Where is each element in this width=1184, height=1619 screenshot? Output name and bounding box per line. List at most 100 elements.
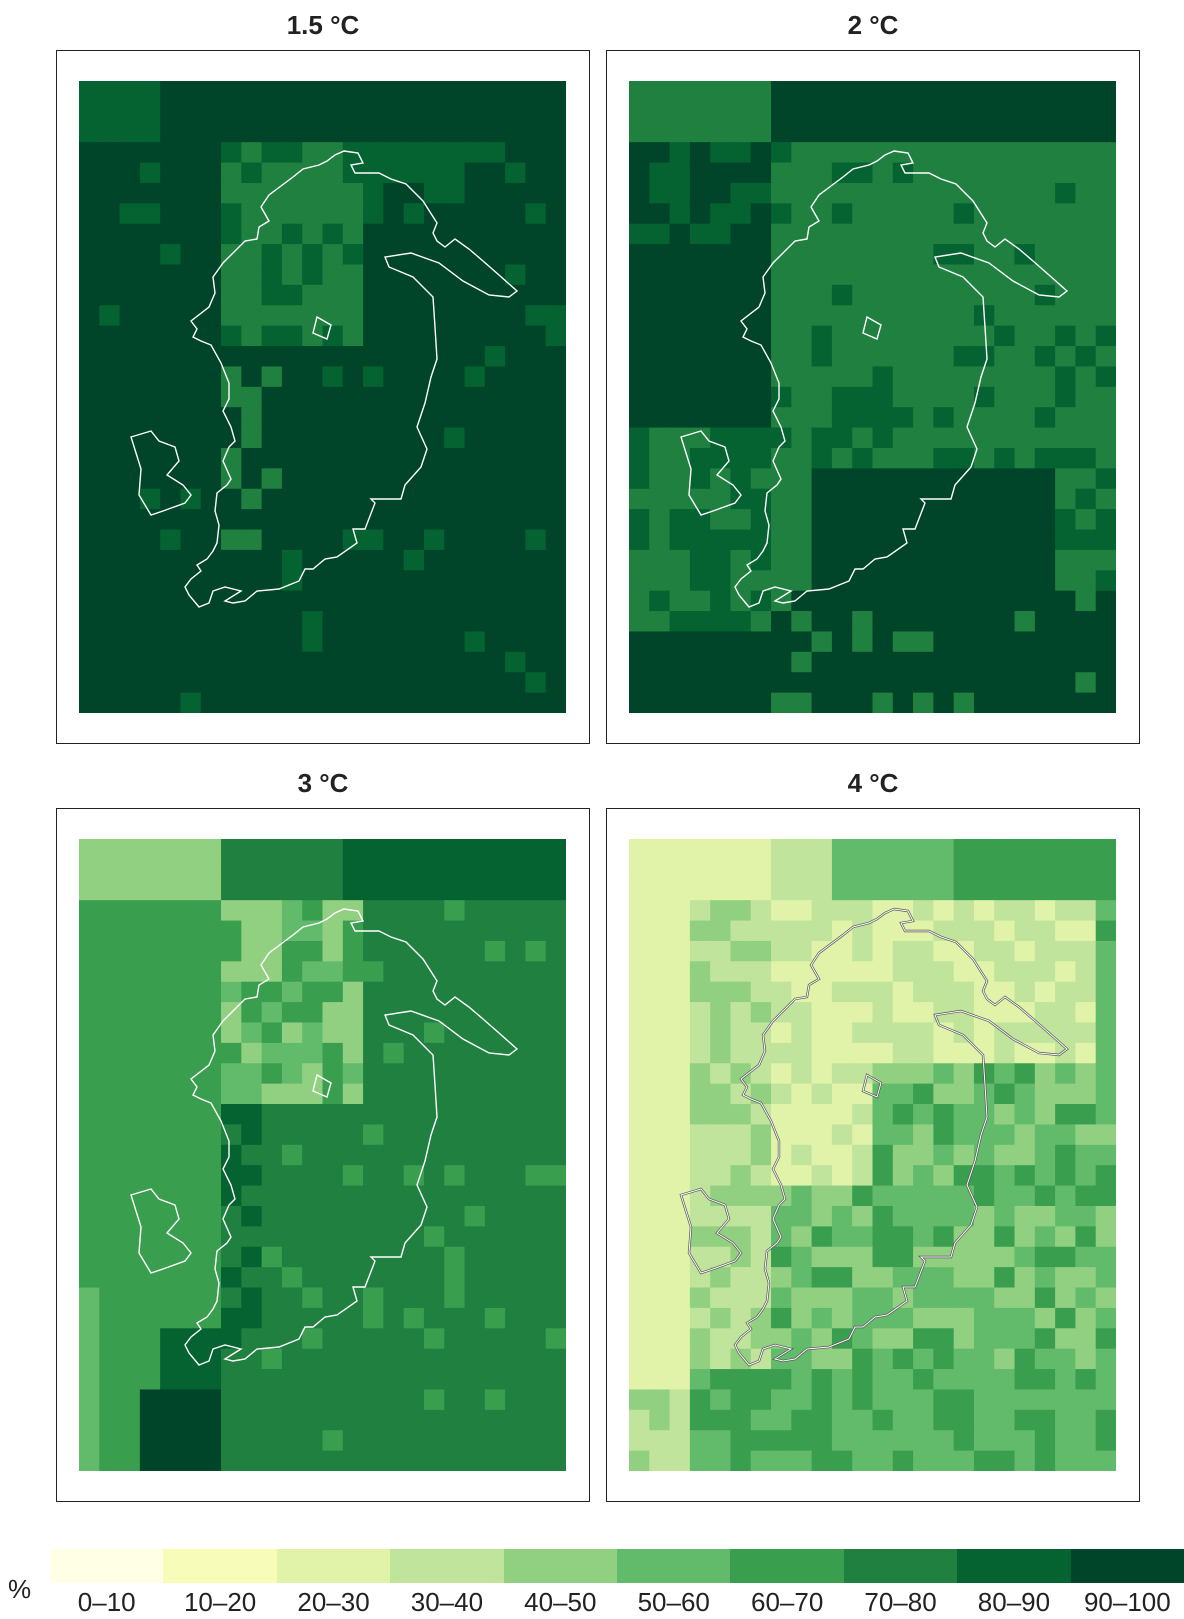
grid-cell bbox=[730, 940, 752, 962]
grid-cell bbox=[221, 325, 242, 347]
grid-cell bbox=[180, 1389, 202, 1411]
grid-cell bbox=[973, 1267, 995, 1289]
grid-cell bbox=[221, 386, 242, 408]
grid-cell bbox=[1075, 1185, 1097, 1207]
grid-cell bbox=[423, 427, 445, 449]
grid-cell bbox=[545, 1307, 566, 1329]
grid-cell bbox=[79, 509, 100, 531]
grid-cell bbox=[953, 142, 975, 164]
grid-cell bbox=[342, 1205, 364, 1227]
grid-cell bbox=[973, 549, 995, 571]
grid-cell bbox=[200, 223, 222, 245]
grid-cell bbox=[484, 182, 506, 204]
grid-cell bbox=[464, 1185, 486, 1207]
grid-cell bbox=[689, 1409, 711, 1431]
grid-cell bbox=[994, 1104, 1016, 1126]
grid-cell bbox=[1014, 101, 1036, 123]
grid-cell bbox=[139, 468, 161, 490]
grid-cell bbox=[710, 549, 732, 571]
grid-cell bbox=[322, 244, 344, 266]
grid-cell bbox=[1095, 447, 1116, 469]
grid-cell bbox=[629, 1430, 650, 1452]
grid-cell bbox=[342, 366, 364, 388]
grid-cell bbox=[750, 549, 772, 571]
grid-cell bbox=[363, 1205, 384, 1227]
grid-cell bbox=[953, 879, 975, 901]
grid-cell bbox=[852, 182, 874, 204]
grid-cell bbox=[811, 1267, 833, 1289]
grid-cell bbox=[221, 1185, 242, 1207]
grid-cell bbox=[1075, 692, 1097, 713]
grid-cell bbox=[892, 1246, 914, 1268]
grid-cell bbox=[444, 631, 466, 653]
grid-cell bbox=[669, 611, 691, 633]
grid-cell bbox=[119, 223, 141, 245]
grid-cell bbox=[1034, 1389, 1056, 1411]
grid-cell bbox=[750, 1450, 772, 1471]
grid-cell bbox=[629, 305, 650, 327]
grid-cell bbox=[1095, 1348, 1116, 1370]
grid-cell bbox=[505, 1063, 527, 1085]
grid-cell bbox=[139, 1063, 161, 1085]
grid-cell bbox=[1014, 1144, 1036, 1166]
grid-cell bbox=[994, 879, 1016, 901]
grid-cell bbox=[281, 1348, 303, 1370]
grid-cell bbox=[180, 1185, 202, 1207]
grid-cell bbox=[221, 1022, 242, 1044]
grid-cell bbox=[1095, 839, 1116, 860]
grid-cell bbox=[464, 981, 486, 1003]
grid-cell bbox=[791, 1369, 813, 1391]
grid-cell bbox=[669, 1042, 691, 1064]
grid-cell bbox=[994, 1246, 1016, 1268]
grid-cell bbox=[119, 940, 141, 962]
grid-cell bbox=[139, 407, 161, 429]
grid-cell bbox=[710, 940, 732, 962]
grid-cell bbox=[730, 203, 752, 225]
grid-cell bbox=[99, 1104, 121, 1126]
grid-cell bbox=[99, 203, 121, 225]
grid-cell bbox=[811, 427, 833, 449]
grid-cell bbox=[872, 81, 894, 102]
grid-cell bbox=[689, 284, 711, 306]
grid-cell bbox=[505, 1083, 527, 1105]
grid-cell bbox=[872, 590, 894, 612]
grid-cell bbox=[221, 284, 242, 306]
grid-cell bbox=[484, 529, 506, 551]
grid-cell bbox=[1055, 692, 1077, 713]
grid-cell bbox=[545, 920, 566, 942]
grid-cell bbox=[484, 651, 506, 673]
grid-cell bbox=[505, 1450, 527, 1471]
grid-cell bbox=[649, 1450, 671, 1471]
grid-cell bbox=[649, 1165, 671, 1187]
grid-cell bbox=[1034, 1267, 1056, 1289]
grid-cell bbox=[771, 325, 792, 347]
grid-cell bbox=[1014, 529, 1036, 551]
grid-cell bbox=[973, 325, 995, 347]
grid-cell bbox=[322, 1165, 344, 1187]
grid-cell bbox=[99, 509, 121, 531]
grid-cell bbox=[261, 529, 283, 551]
grid-cell bbox=[892, 284, 914, 306]
grid-cell bbox=[322, 101, 344, 123]
grid-cell bbox=[933, 1389, 955, 1411]
grid-cell bbox=[241, 1063, 263, 1085]
grid-cell bbox=[629, 940, 650, 962]
grid-cell bbox=[669, 1063, 691, 1085]
region-outline-inner bbox=[680, 1188, 742, 1274]
grid-cell bbox=[791, 1226, 813, 1248]
legend-swatch bbox=[730, 1549, 844, 1583]
grid-cell bbox=[261, 1104, 283, 1126]
grid-cell bbox=[261, 549, 283, 571]
grid-cell bbox=[221, 1287, 242, 1309]
grid-cell bbox=[730, 1430, 752, 1452]
grid-cell bbox=[139, 142, 161, 164]
grid-cell bbox=[791, 1348, 813, 1370]
grid-cell bbox=[221, 1063, 242, 1085]
grid-cell bbox=[791, 549, 813, 571]
grid-cell bbox=[403, 1389, 425, 1411]
grid-cell bbox=[261, 427, 283, 449]
grid-cell bbox=[484, 1267, 506, 1289]
grid-cell bbox=[710, 1328, 732, 1350]
grid-cell bbox=[200, 940, 222, 962]
grid-cell bbox=[484, 1104, 506, 1126]
